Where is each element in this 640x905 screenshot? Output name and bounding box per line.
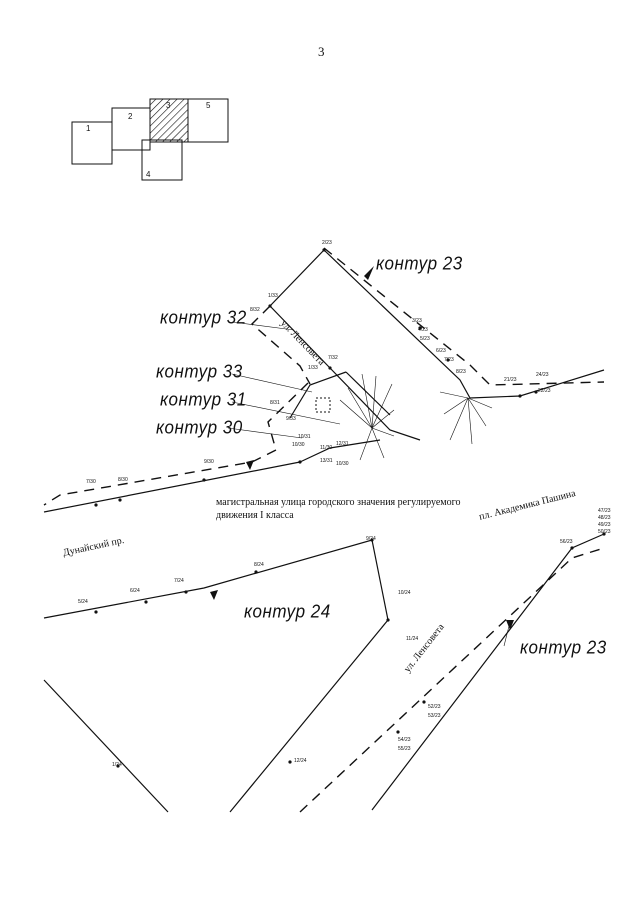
point-label: 49/23 [598,522,611,528]
structure-outline [315,397,331,413]
point-labels: 2/23 1/33 8/32 7/32 1/33 3/23 4/23 5/23 … [78,240,611,768]
sheet-cell-5-label: 5 [206,101,211,110]
point-label: 8/23 [456,369,466,375]
point-label: 56/23 [560,539,573,545]
contour-33-label: контур 33 [156,361,243,382]
point-label: 11/24 [406,636,418,642]
point-label: 50/23 [598,529,611,535]
point-label: 10/31 [298,434,311,440]
point-label: 7/24 [174,578,184,584]
contour-24-label: контур 24 [244,601,331,622]
label-leader-lines [227,321,511,647]
point-label: 48/23 [598,515,611,521]
point-label: 11/30 [320,445,332,451]
point-label: 1/33 [268,293,278,299]
point-label: 47/23 [598,508,611,514]
point-label: 12/31 [336,441,349,447]
point-label: 7/32 [328,355,338,361]
point-label: 9/30 [204,459,214,465]
sheet-cell-5 [187,98,229,143]
point-label: 2/23 [322,240,332,246]
solid-boundaries-upper [43,249,605,513]
sheet-cell-3-label: 3 [166,101,171,110]
sheet-cell-2-label: 2 [128,112,133,121]
point-label: 53/23 [428,713,441,719]
point-label: 9/33 [286,416,296,422]
point-label: 13/31 [320,458,333,464]
point-label: 22/23 [538,388,551,394]
contour-31-label: контур 31 [160,389,247,410]
sheet-cell-1-label: 1 [86,124,91,133]
contour-30-label: контур 30 [156,417,243,438]
point-label: 6/24 [130,588,140,594]
main-road-line-2: движения I класса [216,510,294,521]
dashed-contours-lower [299,547,605,813]
solid-boundaries-lower [43,533,605,813]
point-label: 8/30 [118,477,128,483]
point-label: 5/23 [420,336,430,342]
point-label: 12/24 [294,758,307,764]
point-label: 52/23 [428,704,441,710]
point-label: 1/33 [308,365,318,371]
point-label: 10/30 [292,442,305,448]
point-label: 21/23 [504,377,517,383]
contour-arrows [210,266,514,630]
point-label: 24/23 [536,372,549,378]
contour-23-bottom-label: контур 23 [520,637,607,658]
page-number: 3 [318,44,325,59]
point-label: 8/31 [270,400,280,406]
point-label: 10/30 [336,461,349,467]
main-road-line-1: магистральная улица городского значения … [216,497,461,508]
point-label: 6/23 [436,348,446,354]
point-label: 8/24 [254,562,264,568]
dashed-contours-upper [43,247,605,506]
point-label: 10/24 [398,590,411,596]
point-label: 54/23 [398,737,411,743]
point-label: 8/32 [250,307,260,313]
sheet-cell-4 [141,139,183,181]
point-label: 3/23 [412,318,422,324]
contour-23-top-label: контур 23 [376,253,463,274]
sheet-index: 1 2 3 4 5 [71,98,229,181]
point-label: 55/23 [398,746,411,752]
sheet-cell-4-label: 4 [146,170,151,179]
boundary-points [94,248,606,768]
contour-32-label: контур 32 [160,307,247,328]
point-label: 4/23 [418,327,428,333]
sheet-cell-1 [71,121,113,165]
point-label: 7/30 [86,479,96,485]
point-label: 5/24 [78,599,88,605]
